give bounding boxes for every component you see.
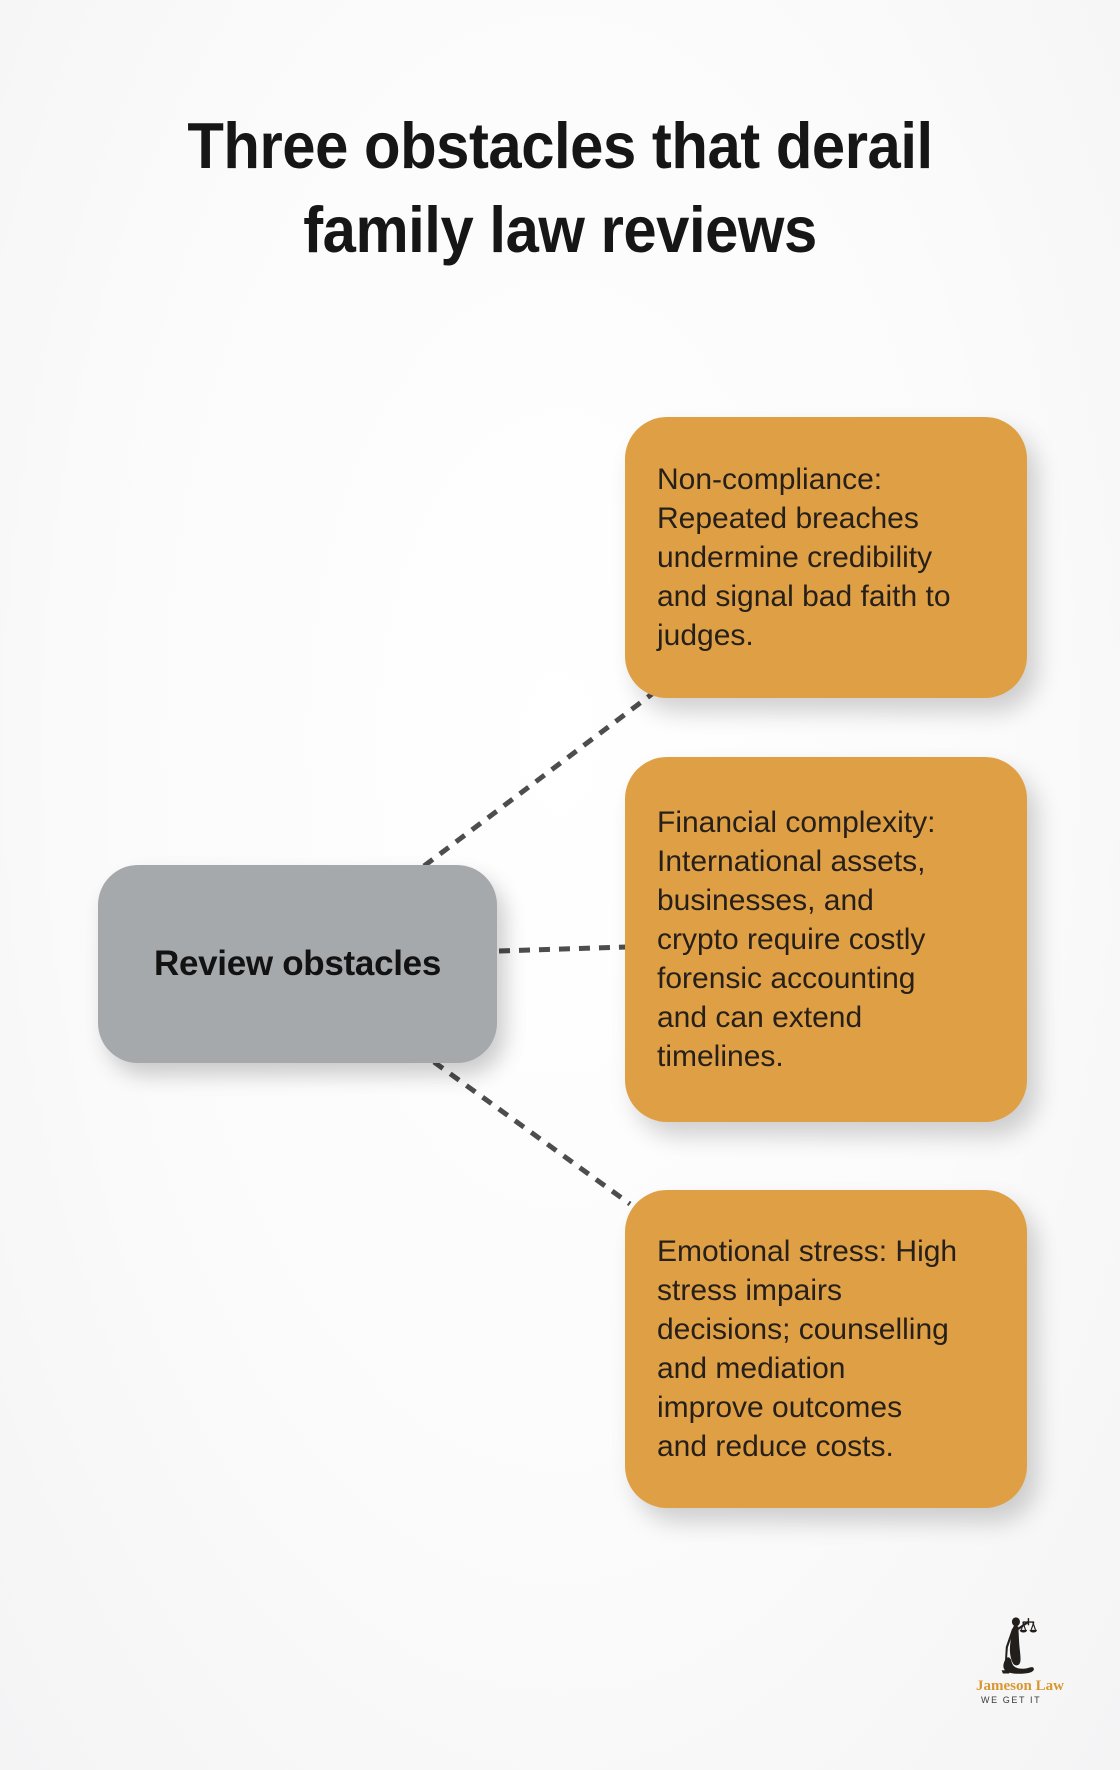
- connector-top-line: [422, 692, 654, 868]
- root-node-label: Review obstacles: [153, 944, 441, 983]
- lady-justice-icon: [1001, 1617, 1038, 1674]
- logo-tagline: WE GET IT: [981, 1695, 1042, 1705]
- jameson-law-logo: Jameson Law WE GET IT: [976, 1616, 1064, 1706]
- node-financial-complexity-text: Financial complexity: International asse…: [657, 806, 936, 1073]
- page-title: Three obstacles that derail family law r…: [187, 109, 933, 266]
- connector-middle-line: [498, 944, 628, 954]
- connector-bottom-line: [432, 1059, 632, 1207]
- node-emotional-stress: Emotional stress: High stress impairs de…: [625, 1190, 1027, 1508]
- node-emotional-stress-text: Emotional stress: High stress impairs de…: [657, 1235, 958, 1463]
- logo-name: Jameson Law: [976, 1678, 1064, 1694]
- node-financial-complexity: Financial complexity: International asse…: [625, 757, 1027, 1122]
- root-node-review-obstacles: Review obstacles: [98, 865, 497, 1063]
- node-non-compliance: Non-compliance: Repeated breaches underm…: [625, 417, 1027, 698]
- node-non-compliance-text: Non-compliance: Repeated breaches underm…: [657, 463, 951, 652]
